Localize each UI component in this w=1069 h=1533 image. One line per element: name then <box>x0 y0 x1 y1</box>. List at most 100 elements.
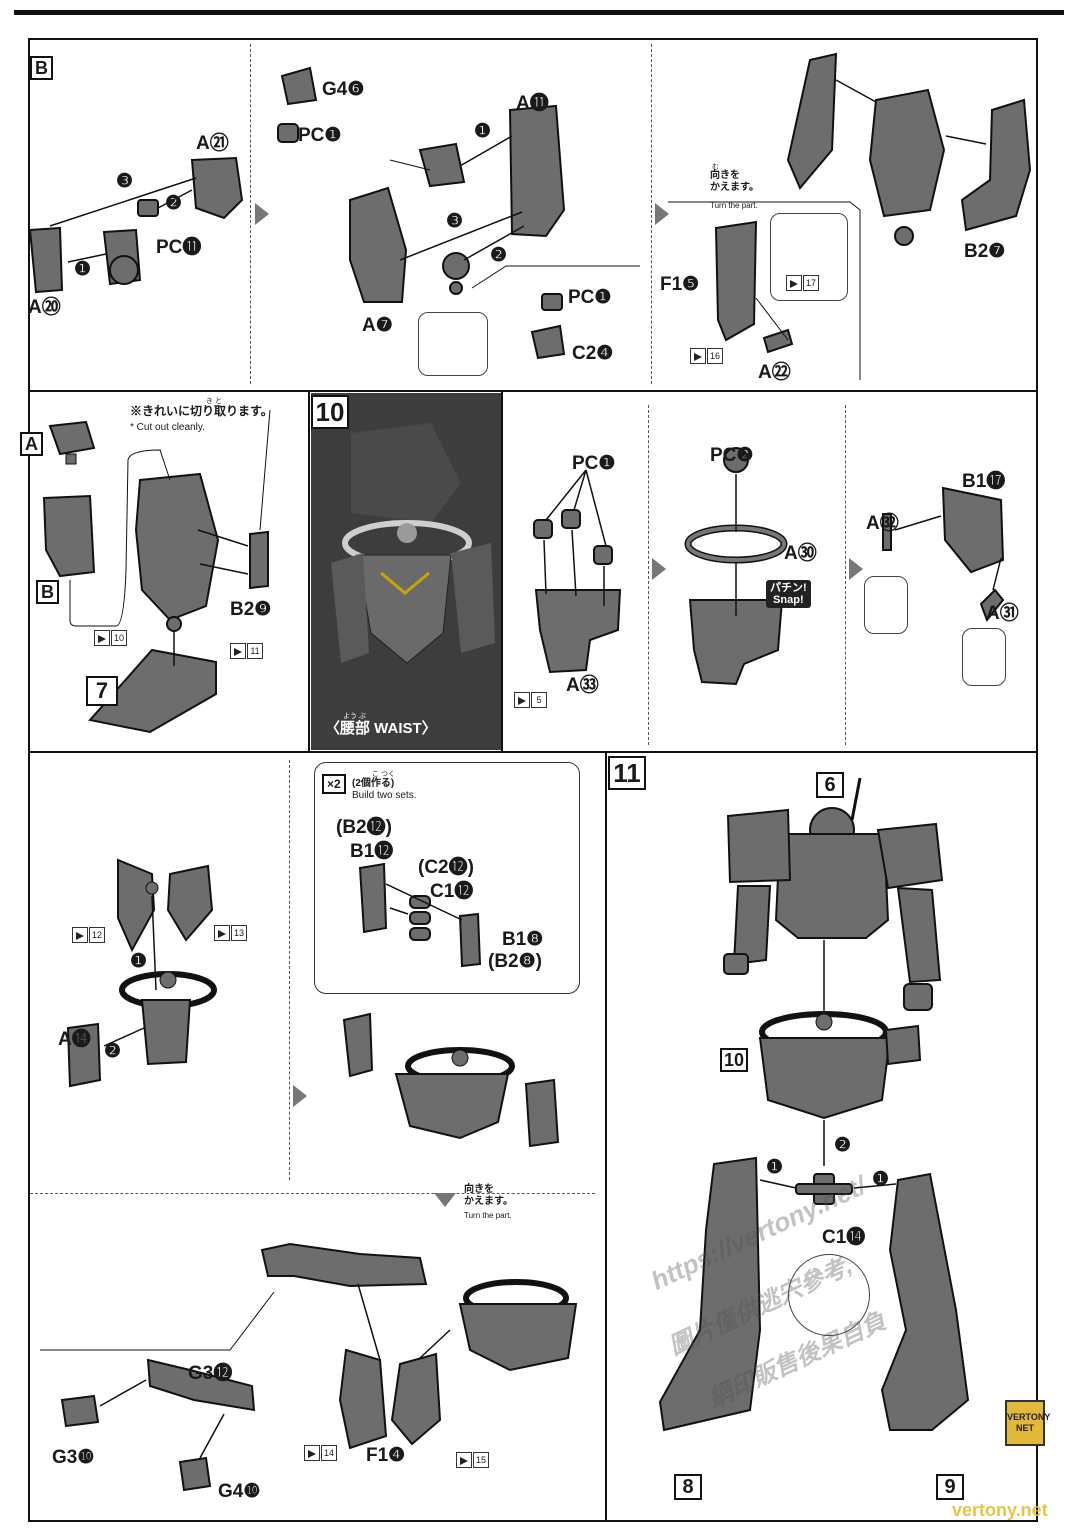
flow-arrow-down-icon <box>434 1193 456 1207</box>
part-label: PC⓫ <box>156 237 202 258</box>
part-label: A㉚ <box>784 543 817 564</box>
two-sets-bubble <box>314 762 580 994</box>
row-divider-1 <box>28 390 1038 392</box>
part-label: C1⓮ <box>822 1227 866 1248</box>
waist-caption: 〈腰部 WAIST〉 <box>325 720 437 737</box>
col-divider-step11 <box>605 751 607 1522</box>
part-label: A❼ <box>362 315 393 336</box>
reference-step-label: 10 <box>720 1048 748 1072</box>
part-label: A⑳ <box>28 297 61 318</box>
part-label: B1⓱ <box>962 471 1006 492</box>
part-label: B2❾ <box>230 599 272 620</box>
part-label: F1❹ <box>366 1445 406 1466</box>
ruby-text: む <box>712 164 719 171</box>
two-sets-note-en: Build two sets. <box>352 790 417 801</box>
part-label: C2❹ <box>572 343 614 364</box>
divider-dash <box>845 405 846 745</box>
callout-number: ❷ <box>104 1041 122 1062</box>
part-label: F1❺ <box>660 274 700 295</box>
detail-inset <box>962 628 1006 686</box>
sticker-icon: 13 <box>214 925 248 941</box>
part-label: PC❶ <box>298 125 342 146</box>
part-label: B1❽ <box>502 929 544 950</box>
turn-part-note: 向きを かえます。 <box>464 1184 513 1207</box>
multiplier-badge: ×2 <box>322 774 346 794</box>
flow-arrow-icon <box>655 203 669 225</box>
callout-number: ❶ <box>872 1169 890 1190</box>
callout-number: ❶ <box>766 1157 784 1178</box>
divider-dash <box>651 44 652 384</box>
reference-step-label: 8 <box>674 1474 702 1500</box>
detail-inset <box>864 576 908 634</box>
reference-step-label: 6 <box>816 772 844 798</box>
part-drawing-a7-a11 <box>277 66 640 360</box>
part-drawing-waist-assembly <box>342 1012 560 1148</box>
part-label: A㉒ <box>758 362 791 383</box>
callout-number: ❶ <box>474 121 492 142</box>
callout-number: ❸ <box>116 171 134 192</box>
callout-number: ❷ <box>490 245 508 266</box>
reference-step-label: 9 <box>936 1474 964 1500</box>
robot-waist-photo <box>311 393 501 750</box>
part-label: G3❿ <box>52 1447 95 1468</box>
part-drawing-a20-a21 <box>28 156 244 294</box>
sticker-icon: 5 <box>514 692 548 708</box>
part-drawing-a30 <box>684 447 788 686</box>
col-divider-photo-left <box>308 391 310 751</box>
sticker-icon: 16 <box>690 348 724 364</box>
step-number: 11 <box>608 756 646 790</box>
top-rule <box>14 10 1064 15</box>
part-label: (C2⓬) <box>418 857 474 878</box>
divider-dash <box>289 760 290 1180</box>
snap-en: Snap! <box>773 594 804 606</box>
waist-photo: よう ぶ 〈腰部 WAIST〉 <box>311 393 501 750</box>
sticker-icon: 15 <box>456 1452 490 1468</box>
snap-badge: パチン!Snap! <box>766 580 811 608</box>
part-label: A⓮ <box>58 1029 91 1050</box>
part-label: PC❶ <box>568 287 612 308</box>
instruction-frame <box>28 38 1038 1522</box>
subassembly-label: B <box>36 580 59 604</box>
flow-arrow-icon <box>849 558 863 580</box>
part-label: B2❼ <box>964 241 1006 262</box>
part-label: A㉜ <box>866 513 899 534</box>
sticker-icon: 17 <box>786 275 820 291</box>
sticker-icon: 11 <box>230 643 264 659</box>
part-drawing-a31-a32 <box>882 486 1005 622</box>
sticker-icon: 12 <box>72 927 106 943</box>
turn-part-note-en: Turn the part. <box>464 1211 512 1220</box>
detail-inset <box>770 213 848 301</box>
flow-arrow-icon <box>293 1085 307 1107</box>
cut-cleanly-note-en: * Cut out cleanly. <box>130 422 205 433</box>
callout-number: ❷ <box>834 1135 852 1156</box>
callout-number: ❶ <box>130 951 148 972</box>
flow-arrow-icon <box>255 203 269 225</box>
part-drawing-waist-front <box>66 858 217 1088</box>
part-drawing-f15-b27 <box>668 52 1032 380</box>
ruby-text: こ つく <box>372 771 395 778</box>
part-label: PC❶ <box>572 453 616 474</box>
part-label: C1⓬ <box>430 881 474 902</box>
callout-number: ❷ <box>165 193 183 214</box>
part-label: (B2❽) <box>488 951 542 972</box>
part-label: A㉑ <box>196 133 229 154</box>
divider-dash <box>648 405 649 745</box>
divider-dash <box>30 1193 595 1194</box>
cut-cleanly-note: ※きれいに切り取ります。 <box>130 404 273 418</box>
part-label: G4❿ <box>218 1481 261 1502</box>
row-divider-2 <box>28 751 1038 753</box>
part-drawing-b29 <box>42 409 271 734</box>
subassembly-label: B <box>30 56 53 80</box>
part-label: PC❷ <box>710 445 754 466</box>
sticker-icon: 14 <box>304 1445 338 1461</box>
reference-step-label: 7 <box>86 676 118 706</box>
col-divider-photo-right <box>501 391 503 751</box>
callout-number: ❸ <box>446 211 464 232</box>
part-label: G4❻ <box>322 79 365 100</box>
two-sets-note: (2個作る) <box>352 778 395 789</box>
ruby-text: き と <box>206 398 222 405</box>
part-label: A㉝ <box>566 675 599 696</box>
callout-number: ❶ <box>74 259 92 280</box>
turn-part-note: 向きを かえます。 <box>710 170 759 193</box>
snap-jp: パチン! <box>770 582 807 594</box>
